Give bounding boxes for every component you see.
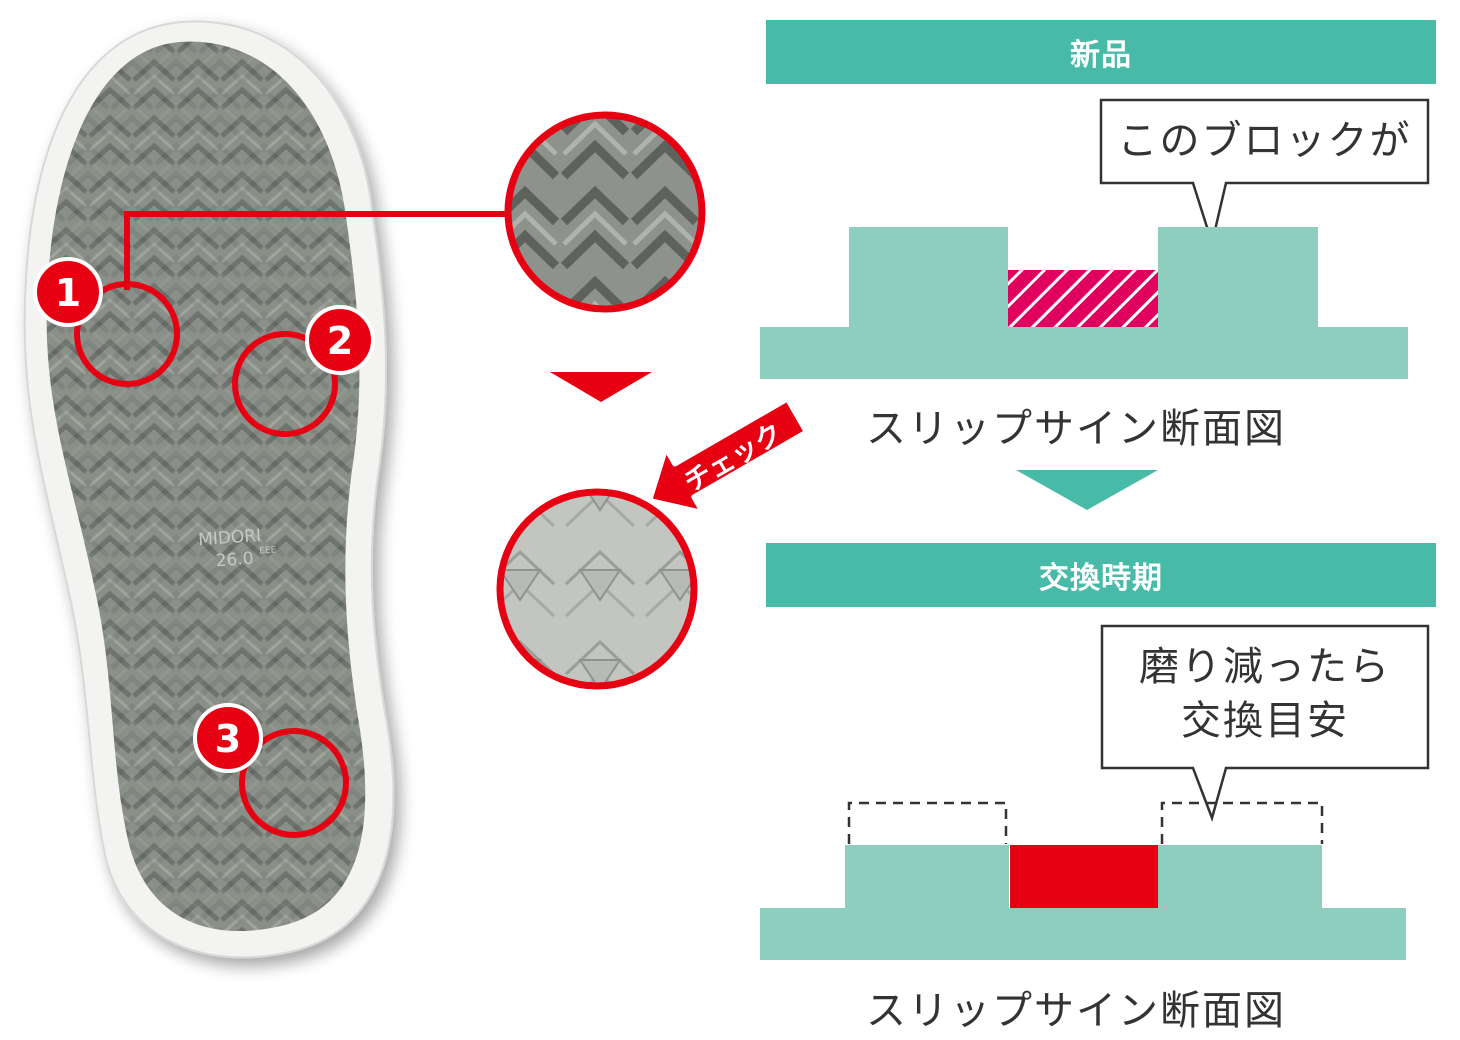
new-slip-sign-block: [1008, 270, 1158, 327]
svg-text:2: 2: [327, 319, 353, 363]
check-arrow-icon: チェック: [630, 392, 820, 522]
worn-outline-right: [1160, 801, 1324, 844]
magnified-worn-tread: [496, 488, 698, 690]
new-caption: スリップサイン断面図: [866, 406, 1286, 452]
replace-caption: スリップサイン断面図: [866, 988, 1286, 1034]
check-circle-2: [232, 331, 338, 437]
magnified-new-tread: [504, 111, 706, 313]
badge-3: 3: [193, 703, 263, 773]
check-circle-1: [74, 281, 180, 387]
replace-section-title: 交換時期: [766, 543, 1436, 607]
replace-block-right: [1158, 845, 1322, 909]
new-block-right: [1158, 227, 1318, 328]
worn-outline-left: [847, 801, 1008, 844]
brand-mark: MIDORI: [198, 526, 262, 550]
connector-line: [124, 211, 520, 290]
svg-text:3: 3: [215, 717, 241, 761]
badge-1: 1: [33, 257, 103, 327]
replace-base: [760, 908, 1406, 960]
new-base: [760, 327, 1408, 379]
triangle-down-icon: [550, 372, 652, 402]
new-section-title: 新品: [766, 20, 1436, 84]
width-mark: EEE: [259, 545, 277, 556]
callout-replace-line2: 交換目安: [1181, 698, 1349, 744]
shoe-sole-illustration: MIDORI 26.0 EEE 1 2 3: [23, 20, 520, 959]
svg-text:1: 1: [55, 271, 81, 315]
replace-slip-sign-block: [1010, 845, 1158, 908]
size-mark: 26.0: [215, 549, 254, 572]
check-circle-3: [239, 728, 349, 838]
callout-replace-line1: 磨り減ったら: [1139, 644, 1391, 690]
replace-block-left: [845, 845, 1009, 909]
triangle-down-icon: [1016, 470, 1158, 510]
new-block-left: [849, 227, 1008, 328]
callout-new-text: このブロックが: [1117, 118, 1412, 164]
badge-2: 2: [305, 305, 375, 375]
magnified-views: [496, 111, 706, 690]
